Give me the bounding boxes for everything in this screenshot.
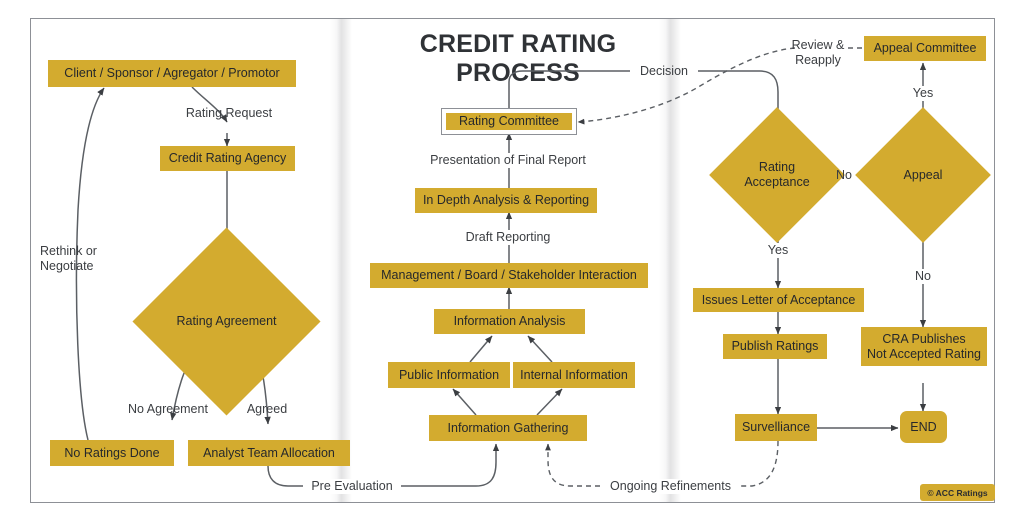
- node-credit-rating-agency[interactable]: Credit Rating Agency: [160, 146, 295, 171]
- panel-divider-right: [659, 19, 681, 502]
- edge-label-decision: Decision: [640, 64, 688, 78]
- node-label: Information Gathering: [447, 420, 569, 435]
- node-internal-information[interactable]: Internal Information: [513, 362, 635, 388]
- node-label: Information Analysis: [453, 314, 566, 329]
- node-cra-publishes-not-accepted-rating[interactable]: CRA Publishes Not Accepted Rating: [861, 327, 987, 366]
- edge-label-rethink-negotiate: Rethink or Negotiate: [40, 244, 97, 273]
- node-label: Appeal Committee: [873, 41, 977, 56]
- edge-label-no-agreement: No Agreement: [128, 402, 208, 416]
- node-label: Credit Rating Agency: [168, 151, 287, 166]
- edge-label-rating-request: Rating Request: [185, 106, 273, 120]
- node-label: Appeal: [903, 167, 943, 182]
- node-label: Public Information: [398, 367, 500, 382]
- edge-label-ongoing-refinements: Ongoing Refinements: [601, 479, 740, 494]
- edge-label-no-acceptance: No: [836, 168, 852, 182]
- node-information-gathering[interactable]: Information Gathering: [429, 415, 587, 441]
- edge-label-yes-appeal: Yes: [901, 86, 945, 101]
- node-end[interactable]: END: [900, 411, 947, 443]
- edge-label-review-reapply: Review & Reapply: [791, 38, 845, 67]
- edge-label-presentation: Presentation of Final Report: [396, 153, 620, 168]
- node-rating-agreement[interactable]: Rating Agreement: [132, 227, 321, 416]
- node-issues-letter-of-acceptance[interactable]: Issues Letter of Acceptance: [693, 288, 864, 312]
- node-analyst-team-allocation[interactable]: Analyst Team Allocation: [188, 440, 350, 466]
- edge-label-draft-reporting: Draft Reporting: [444, 230, 572, 245]
- edge-label-yes-acceptance: Yes: [756, 243, 800, 258]
- node-label: In Depth Analysis & Reporting: [422, 193, 590, 208]
- edge-label-pre-evaluation: Pre Evaluation: [303, 479, 401, 494]
- node-publish-ratings[interactable]: Publish Ratings: [723, 334, 827, 359]
- node-label: Survelliance: [741, 420, 811, 435]
- node-appeal[interactable]: Appeal: [855, 107, 991, 243]
- copyright-badge: © ACC Ratings: [920, 484, 995, 501]
- node-label: No Ratings Done: [64, 445, 160, 460]
- node-rating-acceptance[interactable]: Rating Acceptance: [709, 107, 845, 243]
- node-label: Client / Sponsor / Agregator / Promotor: [64, 66, 280, 81]
- node-survelliance[interactable]: Survelliance: [735, 414, 817, 441]
- node-label: END: [910, 419, 937, 434]
- node-client-sponsor[interactable]: Client / Sponsor / Agregator / Promotor: [48, 60, 296, 87]
- node-label: Publish Ratings: [731, 339, 819, 354]
- page-title: CREDIT RATING PROCESS: [419, 30, 617, 87]
- node-label: Rating Agreement: [176, 314, 277, 328]
- node-management-board[interactable]: Management / Board / Stakeholder Interac…: [370, 263, 648, 288]
- node-label: Rating Committee: [446, 113, 572, 130]
- node-label: Management / Board / Stakeholder Interac…: [381, 268, 637, 283]
- node-public-information[interactable]: Public Information: [388, 362, 510, 388]
- node-label: Internal Information: [520, 367, 628, 382]
- edge-label-agreed: Agreed: [246, 402, 288, 416]
- node-no-ratings-done[interactable]: No Ratings Done: [50, 440, 174, 466]
- node-label: Issues Letter of Acceptance: [701, 292, 856, 307]
- node-rating-committee[interactable]: Rating Committee: [441, 108, 577, 135]
- node-label: Rating Acceptance: [744, 160, 810, 189]
- edge-label-no-appeal: No: [903, 269, 943, 284]
- node-label: CRA Publishes Not Accepted Rating: [867, 332, 981, 361]
- node-information-analysis[interactable]: Information Analysis: [434, 309, 585, 334]
- node-label: Analyst Team Allocation: [203, 445, 335, 460]
- node-appeal-committee[interactable]: Appeal Committee: [864, 36, 986, 61]
- node-in-depth-analysis[interactable]: In Depth Analysis & Reporting: [415, 188, 597, 213]
- panel-divider-left: [330, 19, 352, 502]
